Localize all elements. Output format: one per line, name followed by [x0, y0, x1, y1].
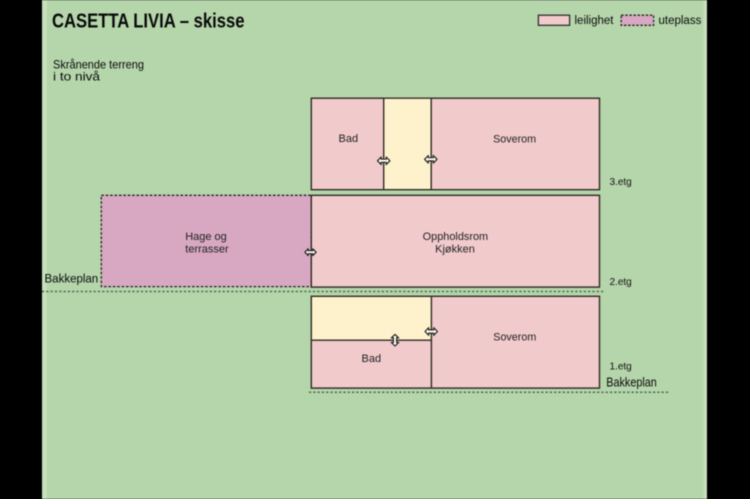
svg-text:i to nivå: i to nivå: [53, 70, 100, 84]
svg-text:2.etg: 2.etg: [610, 277, 632, 288]
svg-text:Oppholdsrom: Oppholdsrom: [423, 231, 489, 243]
svg-text:Skrånende terreng: Skrånende terreng: [53, 57, 144, 71]
svg-text:Hage og: Hage og: [185, 231, 227, 243]
svg-text:Bakkeplan: Bakkeplan: [606, 375, 657, 390]
svg-text:Bakkeplan: Bakkeplan: [45, 273, 99, 285]
svg-text:Kjøkken: Kjøkken: [435, 243, 475, 255]
svg-text:leilighet: leilighet: [575, 15, 615, 27]
svg-text:Soverom: Soverom: [493, 331, 536, 343]
svg-text:CASETTA LIVIA – skisse: CASETTA LIVIA – skisse: [52, 11, 245, 33]
svg-text:Bad: Bad: [339, 133, 359, 145]
svg-text:Bad: Bad: [362, 353, 382, 365]
svg-text:uteplass: uteplass: [659, 15, 702, 27]
svg-text:1.etg: 1.etg: [610, 362, 632, 373]
svg-text:3.etg: 3.etg: [610, 177, 632, 188]
svg-text:Soverom: Soverom: [493, 133, 536, 145]
svg-text:terrasser: terrasser: [185, 243, 229, 255]
